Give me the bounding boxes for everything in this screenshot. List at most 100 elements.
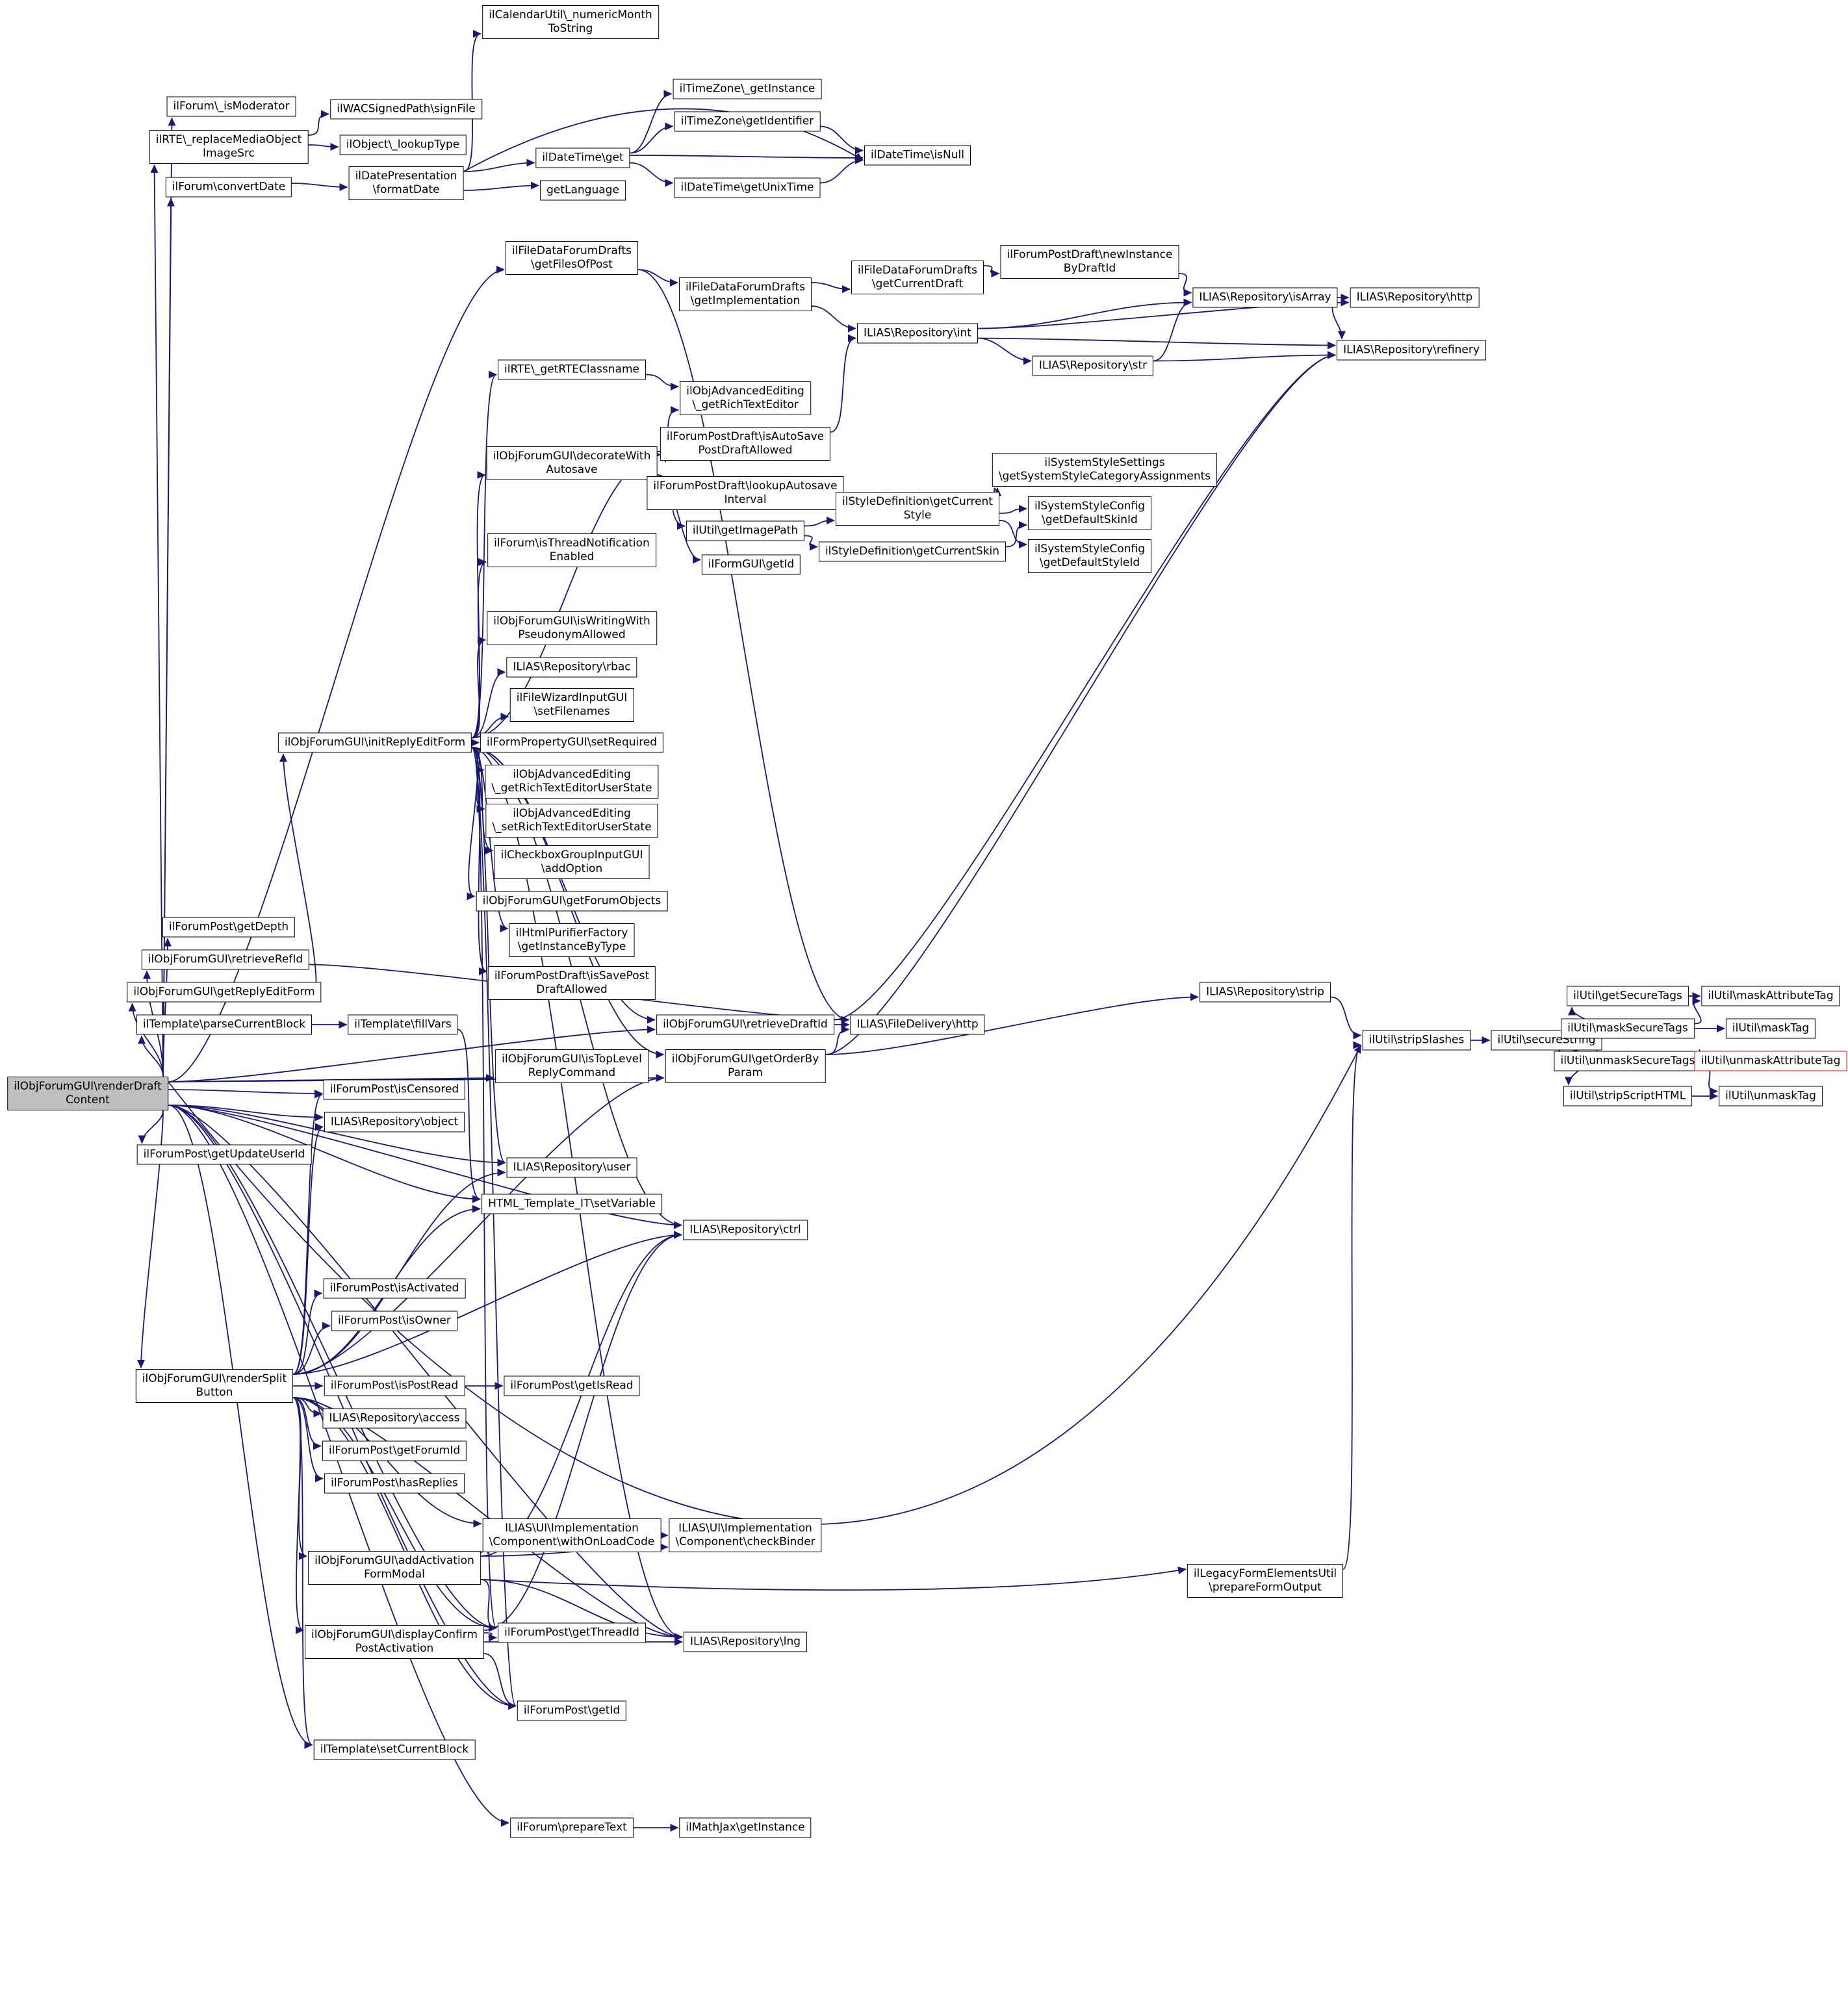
node-formGetId[interactable]: ilFormGUI\getId [701, 554, 801, 575]
node-setRequired[interactable]: ilFormPropertyGUI\setRequired [480, 732, 664, 753]
node-isOwner[interactable]: ilForumPost\isOwner [331, 1311, 457, 1331]
node-getSecureTags[interactable]: ilUtil\getSecureTags [1567, 986, 1689, 1006]
edge-addActivationFormModal-to-lng [480, 1579, 683, 1641]
node-stripSlashes[interactable]: ilUtil\stripSlashes [1362, 1030, 1471, 1051]
node-getDefaultStyleId[interactable]: ilSystemStyleConfig \getDefaultStyleId [1027, 539, 1152, 573]
node-parseCurrentBlock[interactable]: ilTemplate\parseCurrentBlock [136, 1014, 313, 1035]
node-getThreadId[interactable]: ilForumPost\getThreadId [498, 1622, 646, 1643]
node-repoHttp[interactable]: ILIAS\Repository\http [1350, 287, 1480, 308]
node-numericMonthToString[interactable]: ilCalendarUtil\_numericMonth ToString [482, 5, 659, 39]
edge-renderSplitButton-to-isOwner [292, 1322, 331, 1375]
node-retrieveDraftId[interactable]: ilObjForumGUI\retrieveDraftId [656, 1014, 834, 1035]
node-retrieveRefId[interactable]: ilObjForumGUI\retrieveRefId [141, 949, 310, 970]
node-setCurrentBlock[interactable]: ilTemplate\setCurrentBlock [313, 1739, 476, 1760]
node-hasReplies[interactable]: ilForumPost\hasReplies [324, 1473, 465, 1494]
node-getCurrentSkin[interactable]: ilStyleDefinition\getCurrentSkin [818, 541, 1007, 562]
node-getFilesOfPost[interactable]: ilFileDataForumDrafts \getFilesOfPost [505, 241, 639, 275]
node-getLanguage[interactable]: getLanguage [540, 180, 626, 201]
node-dateTimeGet[interactable]: ilDateTime\get [535, 147, 630, 168]
edge-getImplementation-to-repoInt [811, 305, 856, 333]
node-getCurrentStyle[interactable]: ilStyleDefinition\getCurrent Style [836, 492, 999, 526]
node-rbac[interactable]: ILIAS\Repository\rbac [506, 657, 637, 678]
node-isPostRead[interactable]: ilForumPost\isPostRead [324, 1376, 465, 1396]
edge-renderDraftContent-to-setVariable [168, 1105, 481, 1203]
node-decorateWithAutosave[interactable]: ilObjForumGUI\decorateWith Autosave [486, 446, 658, 480]
node-isWritingWithPseudonymAllowed[interactable]: ilObjForumGUI\isWritingWith PseudonymAll… [487, 611, 657, 645]
node-ctrl[interactable]: ILIAS\Repository\ctrl [683, 1220, 808, 1240]
node-maskSecureTags[interactable]: ilUtil\maskSecureTags [1561, 1018, 1695, 1039]
node-renderSplitButton[interactable]: ilObjForumGUI\renderSplit Button [135, 1369, 294, 1403]
node-strip[interactable]: ILIAS\Repository\strip [1200, 982, 1331, 1003]
node-getCurrentDraft[interactable]: ilFileDataForumDrafts \getCurrentDraft [851, 261, 984, 294]
node-getDepth[interactable]: ilForumPost\getDepth [162, 917, 296, 938]
node-getImagePath[interactable]: ilUtil\getImagePath [686, 520, 805, 541]
node-prepareText[interactable]: ilForum\prepareText [510, 1817, 634, 1838]
node-getRichTextEditor[interactable]: ilObjAdvancedEditing \_getRichTextEditor [680, 381, 811, 415]
edge-renderDraftContent-to-getUpdateUserId [138, 1110, 164, 1144]
node-lookupAutosaveInterval[interactable]: ilForumPostDraft\lookupAutosave Interval [647, 476, 844, 510]
node-access[interactable]: ILIAS\Repository\access [322, 1408, 467, 1429]
node-getRichTextEditorUserState[interactable]: ilObjAdvancedEditing \_getRichTextEditor… [485, 765, 659, 799]
node-isActivated[interactable]: ilForumPost\isActivated [323, 1278, 466, 1299]
node-isCensored[interactable]: ilForumPost\isCensored [323, 1079, 466, 1100]
node-lookupType[interactable]: ilObject\_lookupType [339, 134, 467, 155]
edge-isAutoSavePostDraftAllowed-to-repoInt [830, 334, 856, 433]
node-initReplyEditForm[interactable]: ilObjForumGUI\initReplyEditForm [277, 732, 472, 753]
node-getDefaultSkinId[interactable]: ilSystemStyleConfig \getDefaultSkinId [1027, 496, 1152, 530]
node-repoObject[interactable]: ILIAS\Repository\object [324, 1112, 465, 1132]
node-getForumObjects[interactable]: ilObjForumGUI\getForumObjects [476, 891, 668, 912]
edge-dateTimeGet-to-isNull [630, 153, 864, 162]
node-getUnixTime[interactable]: ilDateTime\getUnixTime [674, 177, 821, 198]
node-getUpdateUserId[interactable]: ilForumPost\getUpdateUserId [136, 1144, 312, 1165]
node-formatDate[interactable]: ilDatePresentation \formatDate [348, 166, 464, 200]
node-isAutoSavePostDraftAllowed[interactable]: ilForumPostDraft\isAutoSave PostDraftAll… [660, 427, 831, 461]
node-isThreadNotificationEnabled[interactable]: ilForum\isThreadNotification Enabled [487, 533, 656, 567]
node-repoUser[interactable]: ILIAS\Repository\user [506, 1157, 637, 1178]
node-unmaskSecureTags[interactable]: ilUtil\unmaskSecureTags [1554, 1051, 1702, 1071]
node-prepareFormOutput[interactable]: ilLegacyFormElementsUtil \prepareFormOut… [1187, 1564, 1344, 1598]
node-replaceMediaObjectImageSrc[interactable]: ilRTE\_replaceMediaObject ImageSrc [149, 130, 309, 164]
node-setVariable[interactable]: HTML_Template_IT\setVariable [481, 1194, 662, 1214]
node-getId[interactable]: ilForumPost\getId [517, 1700, 627, 1721]
node-tzGetInstance[interactable]: ilTimeZone\_getInstance [673, 79, 822, 99]
node-unmaskAttributeTag[interactable]: ilUtil\unmaskAttributeTag [1694, 1051, 1847, 1071]
node-checkBinder[interactable]: ILIAS\UI\Implementation \Component\check… [669, 1518, 822, 1552]
node-convertDate[interactable]: ilForum\convertDate [165, 177, 292, 198]
node-isSavePostDraftAllowed[interactable]: ilForumPostDraft\isSavePost DraftAllowed [487, 966, 656, 1000]
node-getIsRead[interactable]: ilForumPost\getIsRead [504, 1376, 640, 1396]
node-repoInt[interactable]: ILIAS\Repository\int [857, 323, 978, 344]
node-signFile[interactable]: ilWACSignedPath\signFile [330, 99, 482, 120]
node-addActivationFormModal[interactable]: ilObjForumGUI\addActivation FormModal [308, 1551, 481, 1585]
node-getImplementation[interactable]: ilFileDataForumDrafts \getImplementation [678, 277, 812, 311]
node-tzGetIdentifier[interactable]: ilTimeZone\getIdentifier [674, 111, 821, 132]
node-getSystemStyleCategoryAssignments[interactable]: ilSystemStyleSettings \getSystemStyleCat… [992, 453, 1218, 487]
node-isArray[interactable]: ILIAS\Repository\isArray [1192, 287, 1338, 308]
node-maskAttributeTag[interactable]: ilUtil\maskAttributeTag [1701, 986, 1840, 1006]
node-getRTEClassname[interactable]: ilRTE\_getRTEClassname [498, 359, 646, 380]
node-getInstanceByType[interactable]: ilHtmlPurifierFactory \getInstanceByType [509, 923, 635, 957]
node-stripScriptHTML[interactable]: ilUtil\stripScriptHTML [1563, 1086, 1693, 1107]
node-unmaskTag[interactable]: ilUtil\unmaskTag [1719, 1086, 1823, 1107]
node-isTopLevelReplyCommand[interactable]: ilObjForumGUI\isTopLevel ReplyCommand [495, 1049, 648, 1083]
edge-addActivationFormModal-to-prepareFormOutput [480, 1567, 1187, 1591]
node-newInstanceByDraftId[interactable]: ilForumPostDraft\newInstance ByDraftId [1000, 245, 1179, 279]
node-displayConfirmPostActivation[interactable]: ilObjForumGUI\displayConfirm PostActivat… [305, 1625, 484, 1659]
node-maskTag[interactable]: ilUtil\maskTag [1725, 1018, 1816, 1039]
node-mathJaxGetInstance[interactable]: ilMathJax\getInstance [679, 1817, 812, 1838]
node-addOption[interactable]: ilCheckboxGroupInputGUI \addOption [494, 845, 650, 879]
node-setRichTextEditorUserState[interactable]: ilObjAdvancedEditing \_setRichTextEditor… [485, 804, 658, 838]
node-refinery[interactable]: ILIAS\Repository\refinery [1337, 340, 1486, 361]
node-getForumId[interactable]: ilForumPost\getForumId [322, 1440, 467, 1461]
edge-renderDraftContent-to-getId [168, 1105, 517, 1710]
node-setFilenames[interactable]: ilFileWizardInputGUI \setFilenames [509, 688, 634, 722]
node-isNull[interactable]: ilDateTime\isNull [864, 145, 971, 166]
node-getOrderByParam[interactable]: ilObjForumGUI\getOrderBy Param [665, 1049, 826, 1083]
edge-fillVars-to-setVariable [457, 1029, 481, 1203]
node-lng[interactable]: ILIAS\Repository\lng [683, 1632, 808, 1652]
node-fillVars[interactable]: ilTemplate\fillVars [348, 1014, 458, 1035]
node-getReplyEditForm[interactable]: ilObjForumGUI\getReplyEditForm [127, 982, 322, 1003]
node-repoStr[interactable]: ILIAS\Repository\str [1032, 355, 1154, 376]
node-isModerator[interactable]: ilForum\_isModerator [166, 96, 296, 117]
node-withOnLoadCode[interactable]: ILIAS\UI\Implementation \Component\withO… [482, 1518, 661, 1552]
node-fileDeliveryHttp[interactable]: ILIAS\FileDelivery\http [850, 1014, 985, 1035]
